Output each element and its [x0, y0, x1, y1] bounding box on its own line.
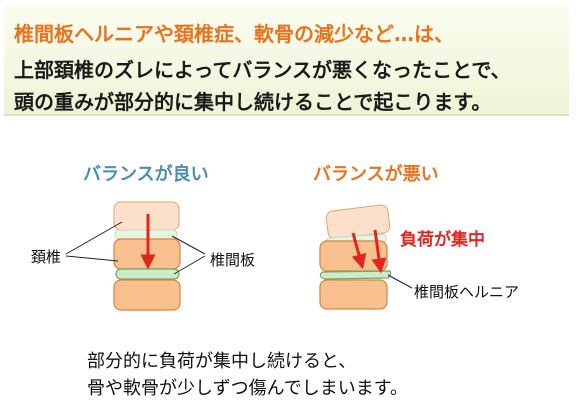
header-line-2: 上部頚椎のズレによってバランスが悪くなったことで、: [14, 58, 511, 82]
lower-vertebra: [113, 279, 181, 311]
header-banner: 椎間板ヘルニアや頚椎症、軟骨の減少など…は、 上部頚椎のズレによってバランスが悪…: [4, 4, 569, 116]
load-arrow-2: [371, 229, 387, 274]
header-line-1: 椎間板ヘルニアや頚椎症、軟骨の減少など…は、: [14, 22, 454, 46]
bad-balance-title: バランスが悪い: [313, 164, 439, 185]
bad-balance-stack: [319, 204, 392, 310]
load-concentration-label: 負荷が集中: [400, 230, 485, 250]
good-balance-title: バランスが良い: [83, 164, 209, 185]
lower-vertebra: [319, 279, 388, 310]
header-line-3: 頭の重みが部分的に集中し続けることで起こります。: [14, 90, 492, 114]
herniated-disc: [319, 270, 392, 280]
footer-line-2: 骨や軟骨が少しずつ傷んでしまいます。: [87, 378, 408, 399]
leader-lines-left: [65, 221, 206, 275]
upper-disc: [114, 229, 178, 240]
disc-label: 椎間板: [210, 251, 256, 269]
footer-line-1: 部分的に負荷が集中し続けると、: [87, 351, 357, 372]
hernia-leader-line: [387, 274, 413, 289]
cervical-vertebra-label: 頚椎: [31, 248, 62, 266]
good-balance-stack: [113, 201, 181, 311]
load-arrow-1: [351, 232, 367, 270]
disc-hernia-label: 椎間板ヘルニア: [414, 283, 520, 301]
lower-disc: [115, 268, 180, 280]
